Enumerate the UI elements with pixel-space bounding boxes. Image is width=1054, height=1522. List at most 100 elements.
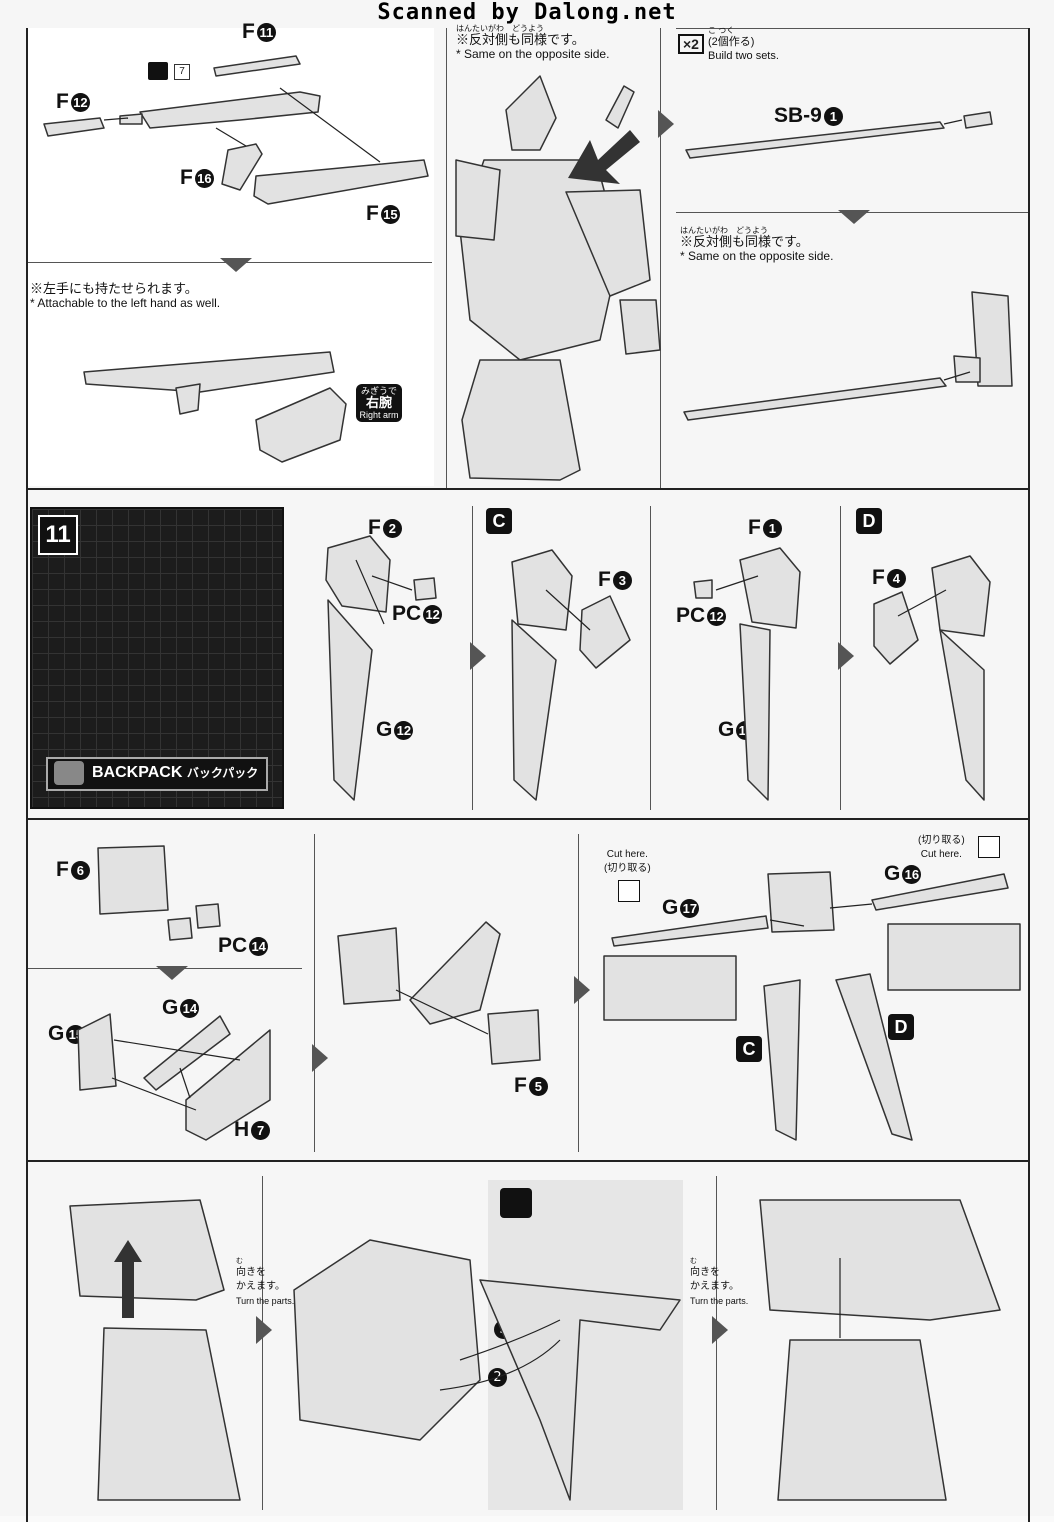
rod-top	[685, 121, 945, 159]
backpack-core	[767, 871, 835, 933]
opposite-side-note-right: はんたいがわ どうよう ※反対側も同様です。 * Same on the opp…	[680, 226, 834, 263]
cut-reference-box: 7	[174, 64, 190, 80]
arrow-push	[568, 130, 640, 184]
guide-line	[179, 1067, 191, 1099]
guide-line	[769, 919, 805, 927]
rifle-scope	[213, 55, 301, 77]
part-pc14	[167, 917, 193, 941]
rod-bottom	[683, 377, 947, 421]
robot-head	[505, 75, 557, 151]
scanner-credit: Scanned by Dalong.net	[377, 0, 677, 25]
backpack-icon-final	[500, 1188, 532, 1218]
rifle-rail	[253, 159, 429, 205]
divider	[26, 28, 28, 488]
subassembly-c-badge: C	[486, 508, 512, 534]
arm-right	[971, 291, 1013, 387]
assembly-center-blade	[409, 921, 501, 1025]
backpack-preview-panel: 11 BACKPACK バックパック	[30, 507, 284, 809]
arrow-up	[114, 1240, 142, 1318]
robot-fist	[619, 299, 661, 355]
rifle-grip	[221, 143, 263, 191]
backpack-g13	[739, 623, 771, 801]
leg-c	[763, 979, 801, 1141]
guide-line	[103, 117, 129, 121]
part-h7	[185, 1029, 271, 1141]
rod-cap	[963, 111, 993, 129]
step-arrow-right	[658, 110, 674, 138]
nipper-icon	[148, 62, 168, 80]
rifle-body	[139, 91, 321, 129]
turn-parts-note-left: む 向きを かえます。 Turn the parts.	[236, 1258, 295, 1306]
backpack-pc12-b	[693, 579, 713, 599]
right-arm-badge: みぎうで 右腕 Right arm	[356, 384, 402, 422]
backpack-d-body	[931, 555, 991, 637]
guide-line	[897, 589, 947, 617]
rifle-assembled	[83, 351, 335, 393]
subdivider	[676, 28, 1028, 29]
divider	[446, 28, 447, 488]
cut-here-note-right: (切り取る) Cut here.	[918, 835, 965, 860]
backpack-title: BACKPACK バックパック	[46, 757, 269, 791]
backpack-c-blade	[511, 619, 557, 801]
opposite-side-note-center: はんたいがわ どうよう ※反対側も同様です。 * Same on the opp…	[456, 24, 610, 61]
guide-line	[715, 575, 759, 591]
robot-upper-final	[69, 1199, 225, 1301]
part-g14	[143, 1015, 231, 1091]
guide-line	[943, 371, 971, 381]
divider	[660, 28, 661, 488]
backpack-c-body	[511, 549, 573, 631]
rifle-assembled-grip	[175, 383, 201, 415]
step-arrow-right	[470, 642, 486, 670]
leg-d	[835, 973, 913, 1141]
guide-line	[545, 589, 591, 631]
section-divider	[26, 818, 1030, 820]
robot-shoulder-left	[455, 159, 501, 241]
turn-parts-note-right: む 向きを かえます。 Turn the parts.	[690, 1258, 749, 1306]
step-number-badge: 11	[38, 515, 78, 555]
backpack-icon	[54, 761, 84, 785]
robot-complete	[759, 1199, 1001, 1321]
guide-line	[943, 119, 963, 125]
build-two-note: こ つく (2個作る) Build two sets.	[708, 26, 779, 62]
wing-g16	[871, 873, 1009, 911]
part-tip	[605, 85, 635, 129]
divider	[26, 488, 28, 1522]
step-arrow-right	[838, 642, 854, 670]
guide-line	[371, 575, 413, 591]
subassembly-c-badge-2: C	[736, 1036, 762, 1062]
guide-line	[355, 559, 385, 625]
guide-line	[279, 87, 381, 163]
backpack-f4	[873, 591, 919, 665]
guide-line	[215, 127, 247, 147]
divider	[314, 834, 315, 1152]
guide-line	[113, 1039, 241, 1061]
robot-mid-final	[293, 1239, 481, 1441]
part-f6	[97, 845, 169, 915]
backpack-f3	[579, 595, 631, 669]
divider	[650, 506, 651, 810]
robot-lower-final	[97, 1327, 241, 1501]
assembly-center-left	[337, 927, 401, 1005]
robot-legs	[461, 359, 581, 481]
nipper-icon-left	[618, 880, 640, 902]
nipper-icon-right	[978, 836, 1000, 858]
arm-right-fist	[953, 355, 981, 383]
subassembly-d-badge-2: D	[888, 1014, 914, 1040]
backpack-g12	[327, 599, 373, 801]
step-arrow-right	[312, 1044, 328, 1072]
step-arrow-right	[256, 1316, 272, 1344]
